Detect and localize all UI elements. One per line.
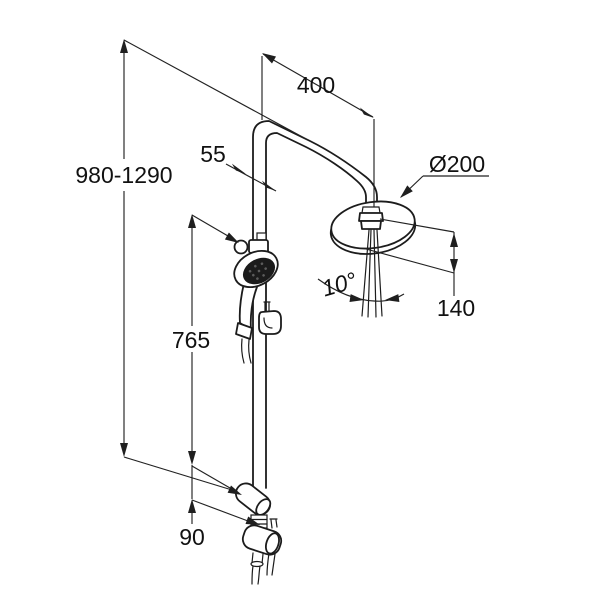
arrowhead-mid: [231, 163, 246, 174]
arrowhead-up: [188, 214, 196, 228]
dim-head-height: 140: [365, 218, 475, 321]
arrowhead-upleft: [262, 53, 276, 64]
dim-arm-reach: 400: [261, 53, 375, 207]
leader-to-pipe-top: [123, 39, 309, 141]
spray-dot: [248, 269, 252, 273]
handshower-hose-left-edge: [241, 338, 245, 364]
dim-total-height: 980-1290: [75, 39, 309, 491]
spray-line-outer-left: [361, 229, 370, 317]
arrowhead-down: [450, 259, 458, 273]
spray-line-inner-right: [373, 229, 377, 318]
arrowhead-downright: [359, 107, 374, 118]
leader-to-holder: [191, 214, 229, 237]
leader-to-wall-union: [123, 456, 233, 491]
hose-stub-line: [251, 565, 254, 585]
arrowhead-end: [261, 180, 276, 191]
nut-body-upper: [358, 212, 384, 222]
nut-body-lower: [360, 220, 382, 230]
handle-hose-connector: [235, 322, 253, 340]
total-height-label: 980-1290: [75, 162, 172, 188]
leader-to-diverter: [191, 499, 249, 522]
head-height-label: 140: [437, 295, 475, 321]
dim-head-diameter: Ø200: [400, 151, 489, 198]
hose-stub-line: [257, 565, 261, 585]
dim-rail-length: 765: [172, 214, 242, 495]
connection-offset-label: 90: [179, 524, 205, 550]
arrowhead-up: [120, 39, 128, 53]
spray-dot: [260, 262, 264, 266]
arrowhead-left: [349, 294, 364, 302]
lower-hose-stubs: [251, 552, 276, 585]
handshower-handle: [238, 282, 258, 331]
spray-line-inner-left: [367, 229, 372, 318]
diverter-pin: [269, 518, 278, 529]
arrowhead-down: [120, 443, 128, 457]
dim-wall-offset: 55: [200, 141, 277, 192]
arrowhead-at-union: [227, 485, 242, 495]
hook-inner-curve: [263, 317, 273, 329]
handshower-spray-dots: [248, 262, 267, 280]
arm-reach-label: 400: [297, 72, 335, 98]
wall-union-connector: [235, 482, 272, 516]
hook-body: [258, 310, 282, 335]
hose-stub-line: [266, 552, 270, 576]
holder-knob: [233, 239, 249, 255]
shower-fixture: [233, 120, 417, 585]
dim-line: [262, 53, 374, 118]
arrowhead-up: [188, 499, 196, 513]
hook-pin: [263, 301, 271, 313]
hose-stub-line: [271, 553, 276, 576]
rail-length-label: 765: [172, 327, 210, 353]
extension-lower: [365, 248, 455, 274]
spray-dot: [262, 274, 265, 277]
spray-dot: [256, 277, 259, 280]
spray-dot: [264, 267, 267, 270]
union-end-cap: [255, 498, 272, 516]
hose-hook: [258, 301, 282, 335]
head-diameter-label: Ø200: [429, 151, 485, 177]
dim-tilt-angle: 10°: [317, 267, 405, 302]
riser-pipe-inner-edge: [265, 132, 367, 489]
dim-connection-offset: 90: [179, 465, 260, 550]
arrowhead-at-holder: [224, 232, 239, 243]
arrowhead-at-diverter: [245, 516, 260, 525]
handshower-hose-right-edge: [248, 339, 252, 364]
leader-to-union: [191, 465, 231, 489]
spray-dot: [251, 273, 255, 277]
arrowhead: [400, 185, 413, 198]
wall-offset-label: 55: [200, 141, 226, 167]
head-connector-nut: [358, 206, 384, 230]
arrowhead-right: [385, 294, 400, 302]
arrowhead-down: [188, 451, 196, 465]
riser-pipe-outer-edge: [252, 120, 378, 489]
arrowhead-up: [450, 233, 458, 247]
spray-dot: [257, 269, 261, 273]
diverter-valve: [241, 518, 283, 568]
handshower-holder: [233, 232, 269, 255]
outlet-band: [250, 560, 264, 568]
spray-dot: [254, 264, 257, 268]
extension-upper: [379, 218, 455, 233]
